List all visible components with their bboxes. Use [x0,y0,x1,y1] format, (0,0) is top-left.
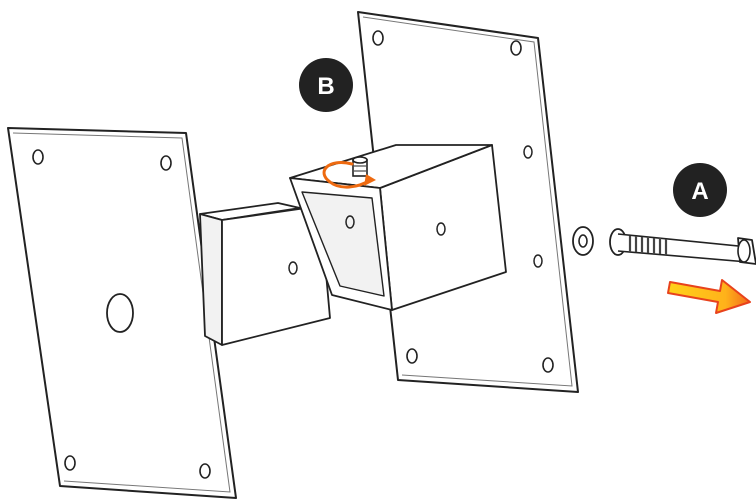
washer [572,226,594,256]
plate-hole [372,30,384,46]
tube-hole [288,261,298,275]
plate-hole [32,149,44,165]
label-b-text: B [317,73,334,100]
tube-hole [345,215,355,229]
bolt-thread [628,236,668,255]
inner-tube [199,202,331,346]
tube-hole [436,222,446,236]
plate-hole [406,348,418,364]
plate-hole [64,455,76,471]
label-badge-a: A [673,163,727,217]
right-arrow-icon [667,279,751,314]
left-wall-plate [7,127,237,499]
plate-hole [533,254,543,268]
outer-tube [289,144,507,311]
rotate-arrow-icon [322,161,376,189]
label-a-text: A [691,178,708,205]
set-screw [352,156,368,177]
plate-hole [510,40,522,56]
plate-hole [523,145,533,159]
plate-hole [160,155,172,171]
bolt [609,228,756,265]
label-badge-b: B [299,58,353,112]
plate-hole [199,463,211,479]
plate-hole [542,357,554,373]
plate-center-hole [106,293,134,333]
